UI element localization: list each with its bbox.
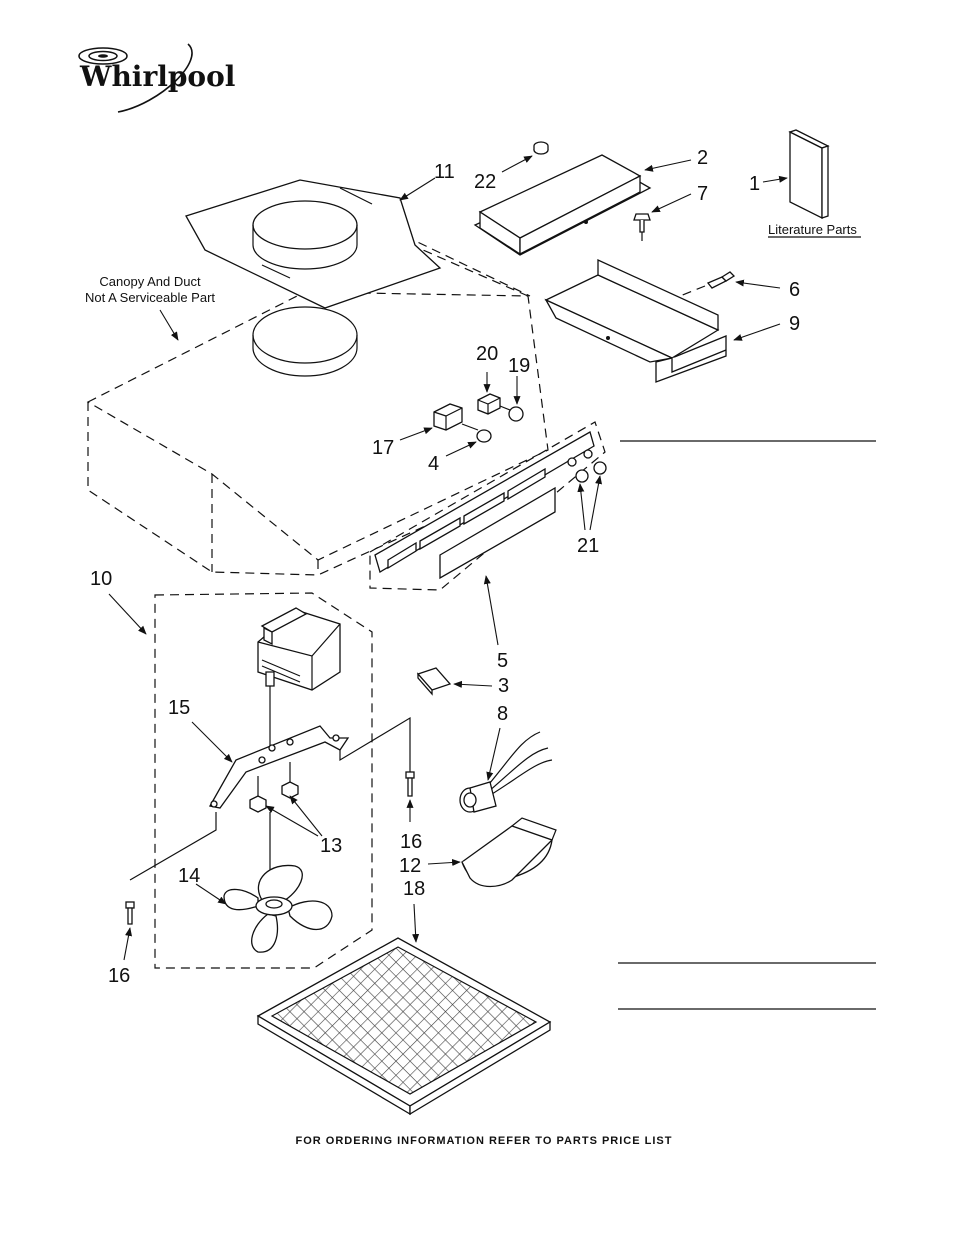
callout-3: 3 (498, 675, 509, 697)
callout-19: 19 (508, 355, 530, 377)
part-8-socket (459, 731, 553, 813)
callout-6: 6 (789, 279, 800, 301)
leader-lines (108, 155, 788, 961)
callout-16-left: 16 (108, 965, 130, 987)
part-7-screw (633, 213, 651, 245)
callout-13: 13 (320, 835, 342, 857)
callout-numbers: 1 2 3 4 5 6 7 8 9 10 11 12 13 14 15 16 1… (90, 147, 800, 987)
part-16-screw-right (405, 771, 415, 797)
part-15-bracket (129, 716, 411, 881)
part-13-nuts (249, 762, 299, 813)
part-14-fan-blade (223, 812, 333, 953)
callout-17: 17 (372, 437, 394, 459)
canopy-note: Canopy And Duct Not A Serviceable Part (85, 274, 215, 341)
callout-21: 21 (577, 535, 599, 557)
callout-18: 18 (403, 878, 425, 900)
callout-15: 15 (168, 697, 190, 719)
part-5-control-panel (369, 421, 606, 591)
canopy-note-line-1: Canopy And Duct (99, 274, 201, 289)
part-3-clip (416, 667, 452, 696)
part-21-knobs (575, 461, 607, 483)
whirlpool-logo: Whirlpool (78, 43, 235, 113)
ordering-footer: FOR ORDERING INFORMATION REFER TO PARTS … (296, 1135, 673, 1147)
logo-wordmark: Whirlpool (79, 60, 235, 93)
callout-11: 11 (434, 161, 455, 183)
part-16-screw-left (125, 901, 135, 925)
part-18-filter (256, 937, 552, 1116)
part-4-knob (461, 423, 492, 443)
part-12-lens (461, 817, 557, 888)
callout-9: 9 (789, 313, 800, 335)
blower-motor (257, 607, 341, 760)
callout-1: 1 (749, 173, 760, 195)
callout-4: 4 (428, 453, 439, 475)
part-19-knob (499, 405, 524, 422)
canopy-note-line-2: Not A Serviceable Part (85, 290, 215, 305)
callout-5: 5 (497, 650, 508, 672)
callout-20: 20 (476, 343, 498, 365)
callout-14: 14 (178, 865, 200, 887)
literature-parts-label: Literature Parts (768, 222, 857, 237)
part-20-switch (477, 393, 501, 415)
part-11-duct-plate (185, 179, 442, 309)
callout-16-right: 16 (400, 831, 422, 853)
callout-7: 7 (697, 183, 708, 205)
part-22-plug (533, 141, 549, 155)
part-17-switch (433, 403, 463, 431)
callout-10: 10 (90, 568, 112, 590)
part-2-control-box (473, 154, 652, 256)
callout-12: 12 (399, 855, 421, 877)
part-10-blower-outline (154, 592, 373, 969)
callout-8: 8 (497, 703, 508, 725)
part-9-bracket (544, 258, 727, 383)
callout-22: 22 (474, 171, 496, 193)
part-1-literature: Literature Parts (768, 129, 861, 238)
right-panel-rules (618, 440, 876, 1010)
callout-2: 2 (697, 147, 708, 169)
canopy-duct-outline (86, 217, 549, 576)
part-6-screw (674, 271, 736, 299)
